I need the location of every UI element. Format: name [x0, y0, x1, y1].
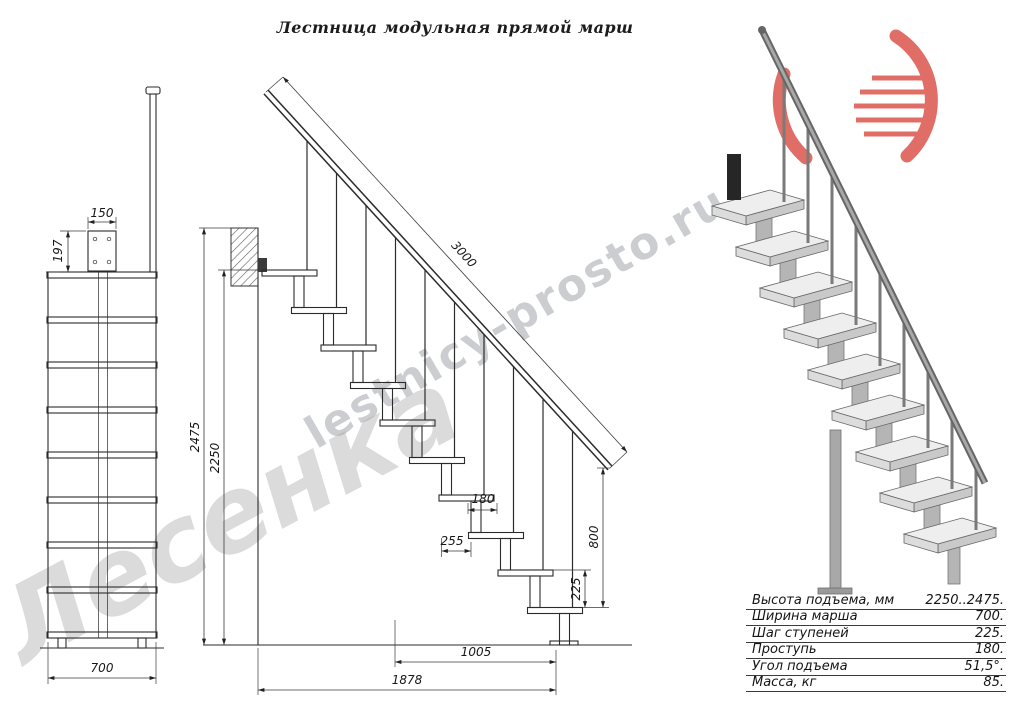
logo-arc-right: [889, 29, 938, 163]
dim-2250: 2250: [208, 442, 222, 473]
dim-700: 700: [91, 661, 114, 675]
logo-arc-left: [772, 67, 813, 165]
perspective-view: [711, 26, 997, 595]
balusters-3d: [782, 75, 978, 530]
spec-value: 225.: [975, 625, 1004, 641]
spec-label: Угол подъема: [752, 658, 848, 674]
logo-stripes: [854, 75, 936, 137]
side-view: [203, 89, 632, 646]
spec-value: 85.: [983, 675, 1004, 690]
spec-label: Ширина марша: [752, 609, 858, 624]
dim-197: 197: [51, 239, 65, 262]
front-left-foot: [57, 637, 67, 649]
spec-row: Проступь 180.: [746, 642, 1006, 659]
dim-2475: 2475: [188, 422, 202, 453]
spec-label: Проступь: [752, 642, 817, 657]
wall-mount-bracket-3d: [727, 154, 741, 200]
wall-bracket: [258, 258, 267, 272]
handrail-cap-3d: [758, 26, 766, 34]
dim-150: 150: [91, 206, 114, 220]
front-view: [40, 86, 164, 649]
spec-label: Масса, кг: [752, 675, 817, 690]
dim-225: 225: [569, 578, 583, 601]
spec-table: Высота подъема, мм 2250..2475. Ширина ма…: [746, 593, 1006, 692]
spec-value: 2250..2475.: [925, 592, 1004, 608]
wall-hatch-block: [230, 227, 259, 287]
dim-180: 180: [472, 492, 495, 506]
side-view-dimensions: 3000 2475 2250 180 255 800 225 1005: [188, 76, 628, 695]
spec-label: Высота подъема, мм: [752, 592, 895, 608]
support-post: [829, 429, 842, 591]
spec-value: 51,5°.: [964, 658, 1004, 674]
spec-row: Ширина марша 700.: [746, 609, 1006, 626]
front-handrail-post: [149, 93, 157, 273]
support-foot: [817, 587, 853, 595]
spec-label: Шаг ступеней: [752, 625, 849, 641]
spec-row: Шаг ступеней 225.: [746, 626, 1006, 643]
front-right-foot: [137, 637, 147, 649]
spec-row: Угол подъема 51,5°.: [746, 659, 1006, 676]
side-foot-plate: [549, 640, 579, 646]
front-handrail-cap: [145, 86, 161, 95]
dim-1878: 1878: [392, 673, 423, 687]
front-view-dimensions: 150 197 700: [46, 206, 157, 684]
dim-1005: 1005: [461, 645, 492, 659]
spec-value: 180.: [975, 642, 1004, 657]
drawing-title: Лестница модульная прямой марш: [276, 18, 634, 37]
dim-3000: 3000: [448, 238, 479, 270]
front-wall-plate: [87, 230, 117, 272]
brand-logo: [772, 29, 938, 165]
spec-row: Масса, кг 85.: [746, 675, 1006, 692]
dim-800: 800: [587, 525, 601, 548]
dim-255: 255: [441, 534, 464, 548]
spec-value: 700.: [975, 609, 1004, 624]
spec-row: Высота подъема, мм 2250..2475.: [746, 593, 1006, 610]
